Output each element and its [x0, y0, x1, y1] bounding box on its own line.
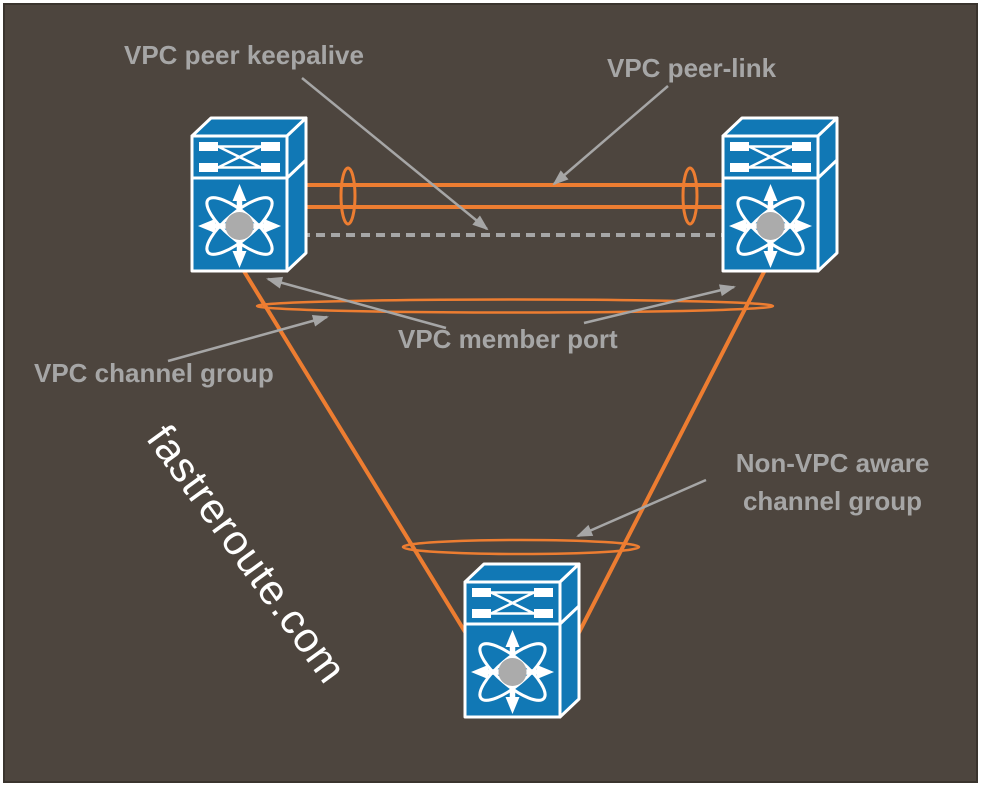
pointer-arrows-layer: [167, 77, 736, 538]
label-non-vpc-aware-channel-group: Non-VPC aware channel group: [710, 444, 955, 520]
peer-link-bundle-right-ellipse: [681, 166, 699, 226]
label-non-vpc-line1: Non-VPC aware: [735, 448, 930, 478]
channel-group-right-diagonal: [568, 267, 768, 651]
member-port-right-pointer-arrow: [583, 284, 736, 325]
label-non-vpc-line2: channel group: [742, 486, 923, 516]
peer-keepalive-pointer-arrow: [301, 77, 489, 231]
label-vpc-member-port: VPC member port: [398, 324, 618, 354]
member-port-left-pointer-arrow: [266, 276, 447, 330]
bottom-switch: [465, 564, 579, 717]
channel-group-pointer-arrow: [167, 314, 329, 363]
bundle-ellipses-layer: [255, 166, 775, 556]
label-vpc-peer-link: VPC peer-link: [607, 53, 777, 83]
label-vpc-peer-keepalive: VPC peer keepalive: [124, 40, 364, 70]
non-vpc-pointer-arrow: [576, 478, 707, 538]
links-layer: [240, 183, 768, 651]
non-vpc-channel-group-ellipse: [401, 538, 641, 556]
top-right-switch: [723, 118, 837, 271]
label-vpc-channel-group: VPC channel group: [34, 358, 274, 388]
peer-link-pointer-arrow: [552, 85, 669, 186]
peer-link-bundle-left-ellipse: [339, 166, 357, 226]
top-left-switch: [192, 118, 306, 271]
vpc-member-port-ellipse: [255, 298, 775, 314]
